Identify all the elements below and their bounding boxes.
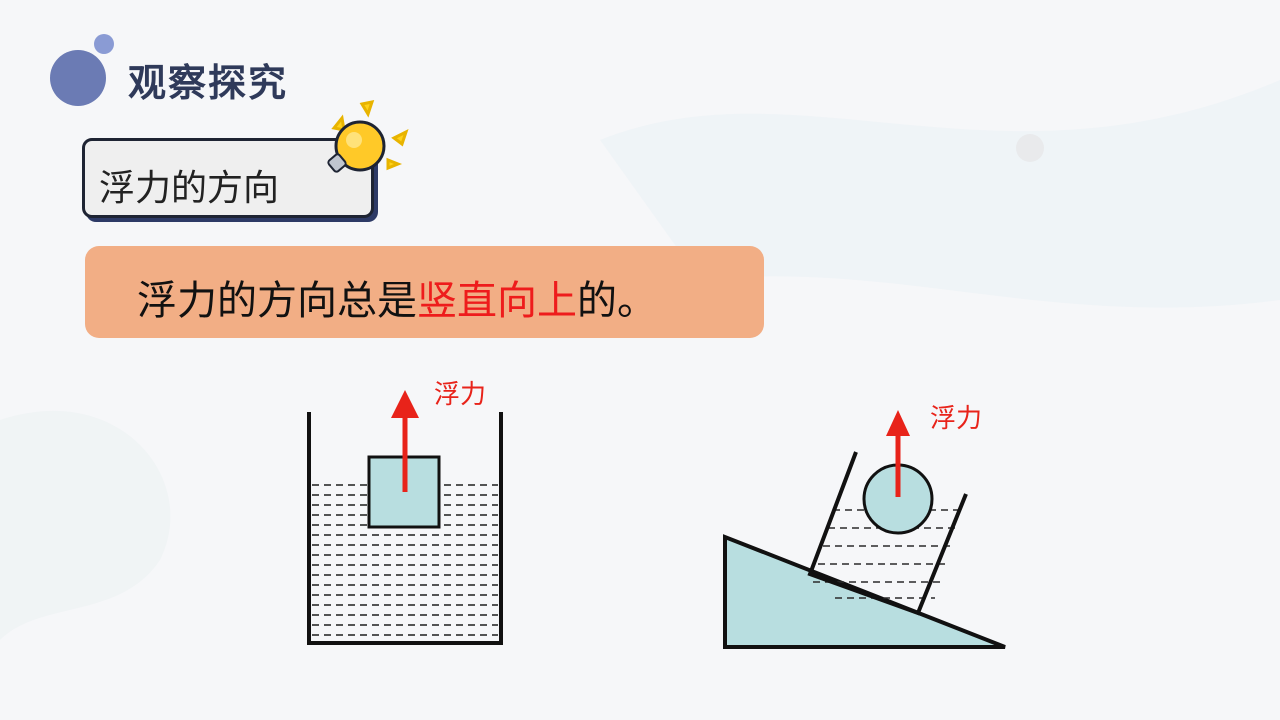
section-title: 观察探究: [128, 61, 289, 105]
light-bulb-icon: [327, 100, 409, 173]
force-label-right: 浮力: [930, 404, 983, 434]
statement-suffix: 的。: [577, 278, 657, 324]
beaker-walls: [307, 412, 503, 645]
section-header: 观察探究: [48, 30, 368, 110]
topic-box: 浮力的方向: [82, 138, 374, 218]
accent-dot-large: [50, 50, 106, 106]
force-label-left: 浮力: [434, 380, 487, 410]
statement-prefix: 浮力的方向总是: [137, 278, 417, 324]
topic-label: 浮力的方向: [99, 168, 280, 209]
tilted-container: [807, 451, 968, 616]
accent-dot-small: [94, 34, 114, 54]
statement-highlight: 竖直向上: [417, 278, 577, 324]
statement-box: 浮力的方向总是竖直向上的。: [85, 246, 764, 338]
statement: 浮力的方向总是竖直向上的。: [137, 268, 657, 326]
